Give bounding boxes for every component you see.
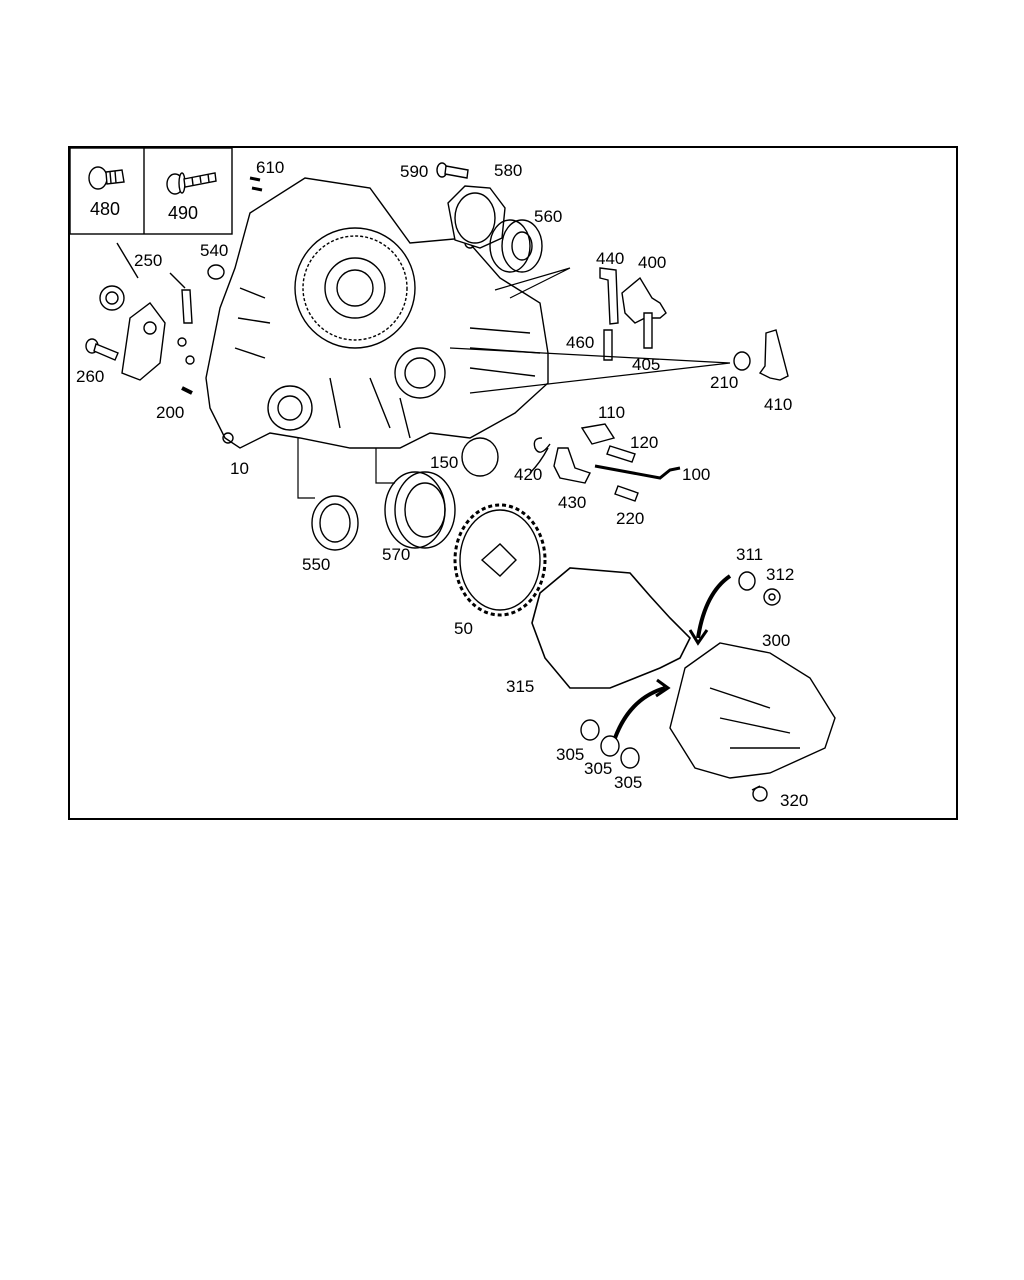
shift-fork-part-250: [99, 242, 195, 381]
washer-part-312: [763, 588, 781, 606]
plug-part-540: [207, 264, 225, 280]
label-120: 120: [630, 433, 659, 452]
washer-part-305: [580, 719, 640, 769]
lever-part-410: [758, 329, 789, 381]
label-440: 440: [596, 249, 625, 268]
label-420: 420: [514, 465, 543, 484]
label-210: 210: [710, 373, 739, 392]
bracket-part-440: [599, 267, 619, 325]
seal-part-210: [733, 351, 751, 371]
rod-part-100: [594, 464, 681, 480]
label-250: 250: [134, 251, 163, 270]
label-460: 460: [566, 333, 595, 352]
cover-part-300: [669, 642, 836, 779]
pin-part-610: [249, 176, 263, 192]
pin-part-120: [606, 445, 636, 463]
leader-lines: [297, 267, 731, 499]
bearing-part-570: [384, 471, 456, 549]
label-305-c: 305: [614, 773, 643, 792]
label-320: 320: [780, 791, 809, 810]
label-590: 590: [400, 162, 429, 181]
bolt-part-590: [436, 162, 469, 179]
bearing-part-560: [489, 219, 543, 273]
gasket-part-315: [531, 567, 691, 689]
pin-part-220: [614, 485, 639, 502]
plug-part-311: [738, 571, 756, 591]
label-150: 150: [430, 453, 459, 472]
bolt-part-320: [751, 785, 768, 802]
lever-part-430: [553, 447, 591, 484]
label-490: 490: [168, 203, 199, 223]
label-305-b: 305: [584, 759, 613, 778]
label-110: 110: [598, 403, 626, 422]
bolt-490-icon: [166, 172, 217, 195]
inset-box: [70, 148, 233, 235]
label-305-a: 305: [556, 745, 585, 764]
label-311: 311: [736, 545, 764, 564]
bolt-part-405: [643, 312, 653, 349]
disc-part-150: [461, 437, 499, 477]
label-312: 312: [766, 565, 795, 584]
label-200: 200: [156, 403, 185, 422]
spring-part-420: [529, 437, 551, 474]
label-560: 560: [534, 207, 563, 226]
bolt-480-icon: [88, 166, 125, 190]
label-100: 100: [682, 465, 711, 484]
bolt-part-460: [603, 329, 613, 361]
label-570: 570: [382, 545, 411, 564]
seal-part-550: [311, 495, 359, 551]
label-580: 580: [494, 161, 523, 180]
label-400: 400: [638, 253, 667, 272]
label-610: 610: [256, 158, 285, 177]
label-300: 300: [762, 631, 791, 650]
block-part-110: [580, 423, 616, 445]
label-50: 50: [454, 619, 473, 638]
label-315: 315: [506, 677, 535, 696]
label-480: 480: [90, 199, 121, 219]
diagram-artwork: [70, 148, 836, 802]
label-10: 10: [230, 459, 249, 478]
label-550: 550: [302, 555, 331, 574]
bolt-part-260: [85, 338, 119, 361]
label-430: 430: [558, 493, 587, 512]
label-405: 405: [632, 355, 661, 374]
gear-part-50: [453, 503, 547, 617]
label-410: 410: [764, 395, 793, 414]
label-260: 260: [76, 367, 105, 386]
arrow-icon: [613, 574, 732, 739]
label-540: 540: [200, 241, 229, 260]
sensor-part-400: [621, 276, 667, 324]
exploded-parts-diagram: 480 490 610 590 580 560 540 250 440 400 …: [68, 146, 958, 820]
label-220: 220: [616, 509, 645, 528]
cover-part-580: [447, 185, 506, 249]
pin-part-200: [181, 386, 193, 395]
